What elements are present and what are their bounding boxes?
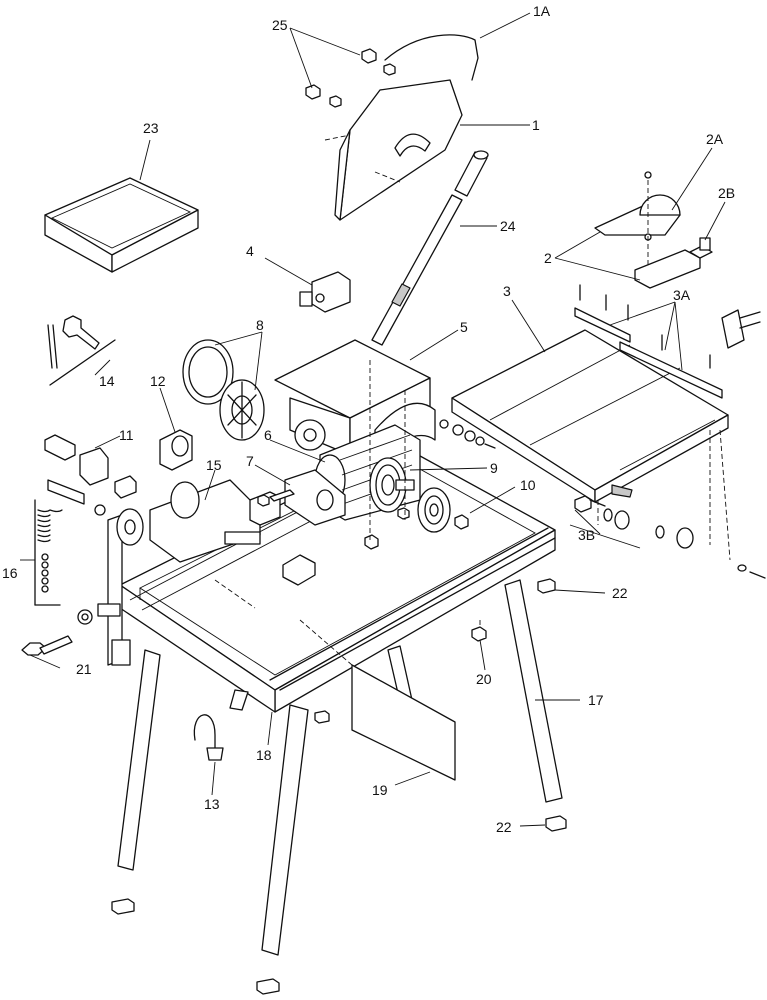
callout-1A: 1A (533, 3, 551, 19)
callout-22-lower: 22 (496, 819, 512, 835)
guide-screws (439, 284, 761, 449)
drain-panel (351, 664, 456, 781)
callout-2A: 2A (706, 131, 724, 147)
callout-12: 12 (150, 373, 166, 389)
callout-22-upper: 22 (612, 585, 628, 601)
callout-15: 15 (206, 457, 222, 473)
leader-lines (20, 12, 726, 827)
callout-6: 6 (264, 427, 272, 443)
pulleys (364, 457, 469, 550)
spring-assembly (34, 479, 106, 606)
assembly-guide-lines (214, 360, 731, 666)
wrench-set (47, 315, 116, 386)
callout-3: 3 (503, 283, 511, 299)
callout-4: 4 (246, 243, 254, 259)
callout-1: 1 (532, 117, 540, 133)
switch-box (299, 271, 351, 313)
callout-3B: 3B (578, 527, 595, 543)
callout-10: 10 (520, 477, 536, 493)
callout-25: 25 (272, 17, 288, 33)
callout-2B: 2B (718, 185, 735, 201)
tension-assembly (116, 479, 281, 563)
callout-17: 17 (588, 692, 604, 708)
blade-guard (305, 34, 479, 221)
callout-labels: 1A 25 1 23 2A 2B 24 2 4 3 3A 8 5 14 12 1… (2, 3, 735, 835)
callout-16: 16 (2, 565, 18, 581)
callout-21: 21 (76, 661, 92, 677)
callout-3A: 3A (673, 287, 691, 303)
callout-24: 24 (500, 218, 516, 234)
bolt-washer (21, 603, 121, 656)
water-tray (44, 177, 199, 273)
callout-23: 23 (143, 120, 159, 136)
callout-9: 9 (490, 460, 498, 476)
callout-13: 13 (204, 796, 220, 812)
drain-screw (471, 626, 487, 642)
bearing-block (159, 429, 193, 471)
leg-caps (111, 578, 567, 995)
callout-18: 18 (256, 747, 272, 763)
callout-14: 14 (99, 373, 115, 389)
table-block (282, 554, 316, 586)
cutting-table (451, 307, 729, 503)
callout-11: 11 (119, 427, 134, 443)
callout-8: 8 (256, 317, 264, 333)
drain-plug (193, 714, 224, 761)
bearing-housing (257, 469, 346, 526)
callout-19: 19 (372, 782, 388, 798)
spacer-parts (569, 495, 766, 579)
miter-guide (594, 171, 713, 289)
callout-5: 5 (460, 319, 468, 335)
handle-arm (371, 150, 489, 346)
stand-legs (117, 579, 563, 956)
callout-7: 7 (246, 453, 254, 469)
water-pump (44, 434, 137, 499)
callout-20: 20 (476, 671, 492, 687)
blade-flanges (182, 339, 265, 441)
callout-2: 2 (544, 250, 552, 266)
